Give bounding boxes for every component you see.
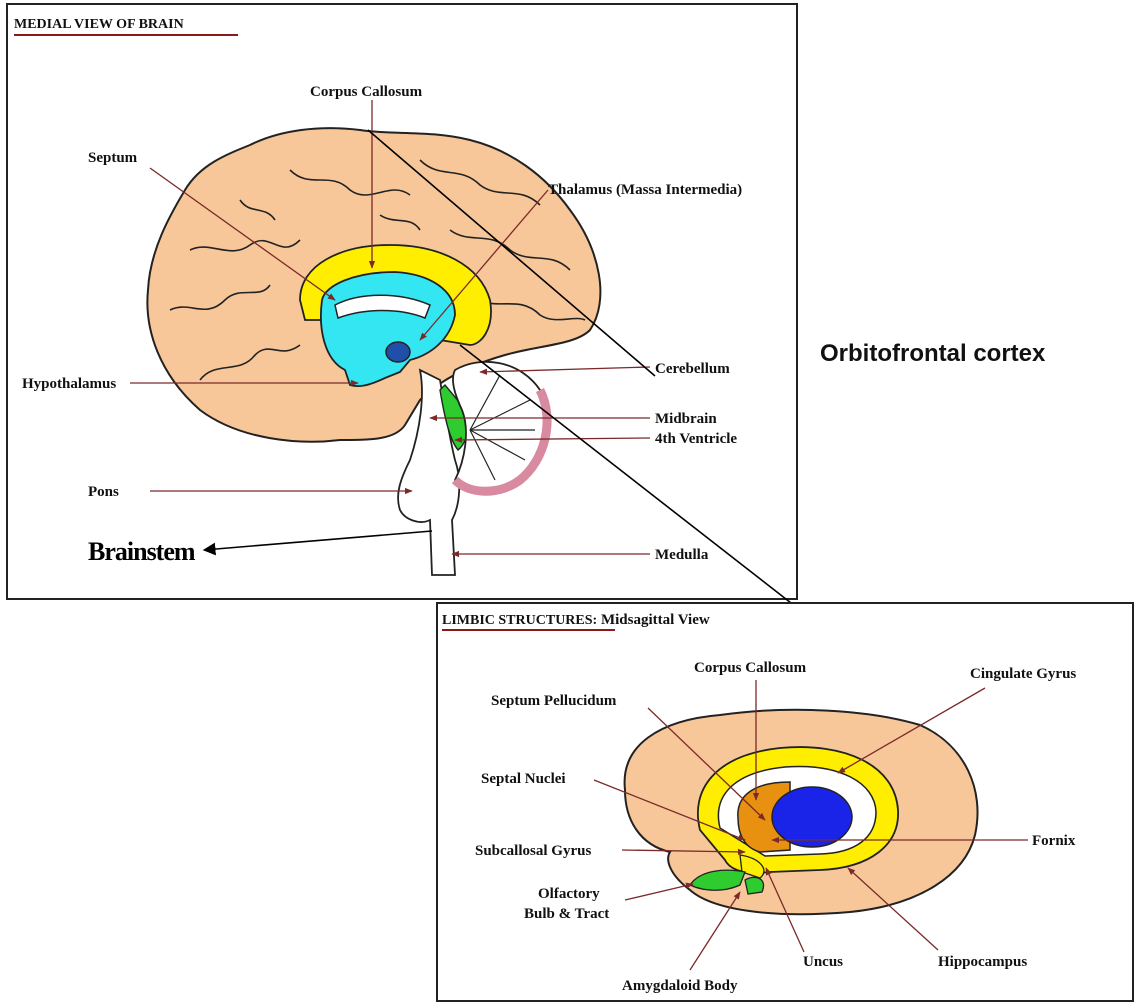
label-medulla: Medulla — [655, 547, 709, 563]
label-corpus-callosum: Corpus Callosum — [310, 84, 423, 100]
label-thalamus: Thalamus (Massa Intermedia) — [548, 182, 742, 198]
label-septum-pellucidum: Septum Pellucidum — [491, 693, 617, 709]
label-septal-nuclei: Septal Nuclei — [481, 771, 566, 787]
label-olfactory-2: Bulb & Tract — [524, 906, 609, 922]
label-pons: Pons — [88, 484, 119, 500]
amygdala-green — [745, 877, 764, 894]
label-olfactory-1: Olfactory — [538, 886, 600, 902]
label-hippocampus: Hippocampus — [938, 954, 1027, 970]
label-midbrain: Midbrain — [655, 411, 717, 427]
label-subcallosal-gyrus: Subcallosal Gyrus — [475, 843, 591, 859]
label-4th-ventricle: 4th Ventricle — [655, 431, 737, 447]
label-cerebellum: Cerebellum — [655, 361, 730, 377]
massa-intermedia — [386, 342, 410, 362]
fornix-blue — [772, 787, 852, 847]
label-uncus: Uncus — [803, 954, 843, 970]
panel2-title: LIMBIC STRUCTURES: Midsagittal View — [442, 612, 710, 628]
label-hypothalamus: Hypothalamus — [22, 376, 116, 392]
orbitofrontal-annotation: Orbitofrontal cortex — [820, 340, 1046, 367]
panel1-title: MEDIAL VIEW OF BRAIN — [14, 17, 184, 32]
label2-corpus-callosum: Corpus Callosum — [694, 660, 807, 676]
brainstem-annotation: Brainstem — [88, 537, 196, 566]
label-septum: Septum — [88, 150, 138, 166]
label-fornix: Fornix — [1032, 833, 1076, 849]
label-amygdaloid-body: Amygdaloid Body — [622, 978, 738, 994]
label-cingulate-gyrus: Cingulate Gyrus — [970, 666, 1076, 682]
panel-medial-view: MEDIAL VIEW OF BRAIN — [7, 4, 797, 599]
panel-limbic: LIMBIC STRUCTURES: Midsagittal View Corp… — [437, 603, 1133, 1001]
